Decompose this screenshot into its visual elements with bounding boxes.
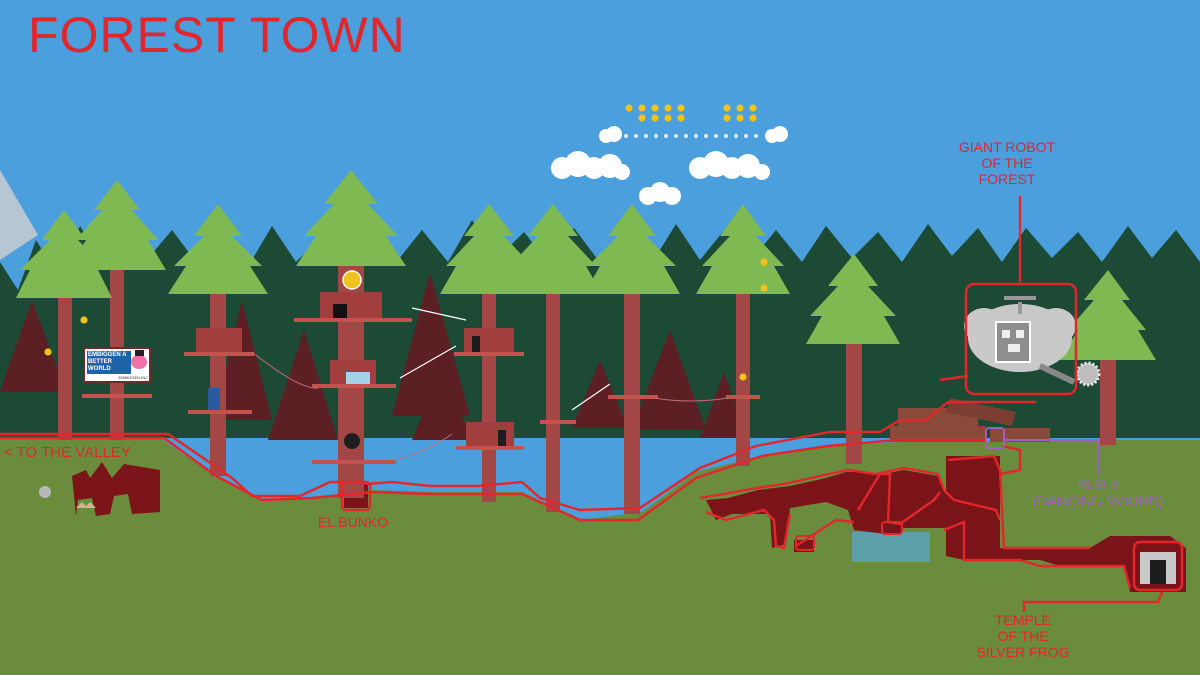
treehouses	[82, 318, 760, 464]
billboard-line: WORLD	[88, 366, 111, 372]
label-line: FOREST	[978, 171, 1036, 187]
label-line: BUB 4	[1077, 477, 1119, 493]
label-line: GIANT ROBOT	[958, 139, 1056, 155]
billboard-line: BETTER	[88, 359, 112, 365]
zip-lines	[399, 307, 611, 411]
mountain	[0, 170, 38, 260]
temple-highlight-box	[1132, 540, 1184, 592]
billboard-sponsor: EMBIGGEN INC	[118, 375, 148, 380]
cloud-icon	[551, 126, 788, 205]
el-bunko-highlight-box	[340, 480, 372, 512]
billboard-text: EMBIGGEN A BETTER WORLD	[87, 351, 131, 374]
label-line: OF THE	[981, 155, 1033, 171]
label-line: OF THE	[997, 628, 1049, 644]
label-line: TEMPLE	[994, 612, 1051, 628]
top-hat-icon	[135, 350, 144, 356]
small-highlight-box	[881, 521, 903, 535]
lake	[852, 532, 930, 562]
billboard-line: EMBIGGEN A	[88, 352, 127, 358]
saw-blade-icon	[1075, 361, 1101, 387]
rope-bridges	[251, 351, 729, 461]
robot-highlight-box	[964, 282, 1078, 396]
dark-red-tree-silhouettes	[0, 272, 748, 440]
bub-pointer	[985, 427, 1099, 476]
red-route-lines	[0, 196, 1164, 612]
gold-medal-icon	[342, 270, 362, 290]
map-title: FOREST TOWN	[28, 7, 406, 63]
robot-icon	[964, 296, 1101, 387]
bub-4-label[interactable]: BUB 4 (DANCING MOUND)	[1018, 477, 1178, 509]
billboard: EMBIGGEN A BETTER WORLD EMBIGGEN INC	[83, 347, 151, 383]
temple-label[interactable]: TEMPLE OF THE SILVER FROG	[968, 612, 1078, 660]
giant-robot-label[interactable]: GIANT ROBOT OF THE FOREST	[946, 139, 1068, 187]
el-bunko-label[interactable]: EL BUNKO	[317, 514, 389, 530]
lake-cave-highlight-box	[795, 535, 815, 551]
label-line: SILVER FROG	[976, 644, 1070, 660]
coin-icon	[44, 104, 768, 381]
pig-icon	[131, 355, 147, 369]
to-valley-label[interactable]: < TO THE VALLEY	[4, 444, 131, 461]
label-line: (DANCING MOUND)	[1032, 493, 1164, 509]
